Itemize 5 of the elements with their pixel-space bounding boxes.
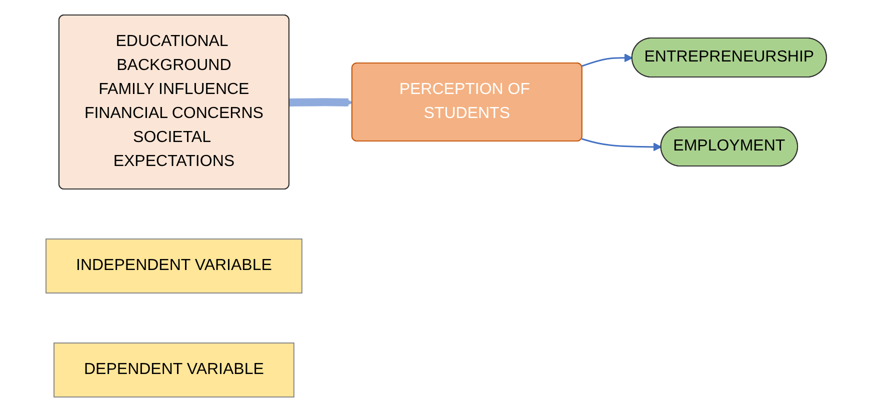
arrow: [582, 138, 662, 152]
arrow: [582, 53, 634, 67]
node-box: INDEPENDENT VARIABLE: [46, 238, 303, 294]
node-box: DEPENDENT VARIABLE: [54, 342, 295, 398]
arrow: [290, 98, 354, 107]
